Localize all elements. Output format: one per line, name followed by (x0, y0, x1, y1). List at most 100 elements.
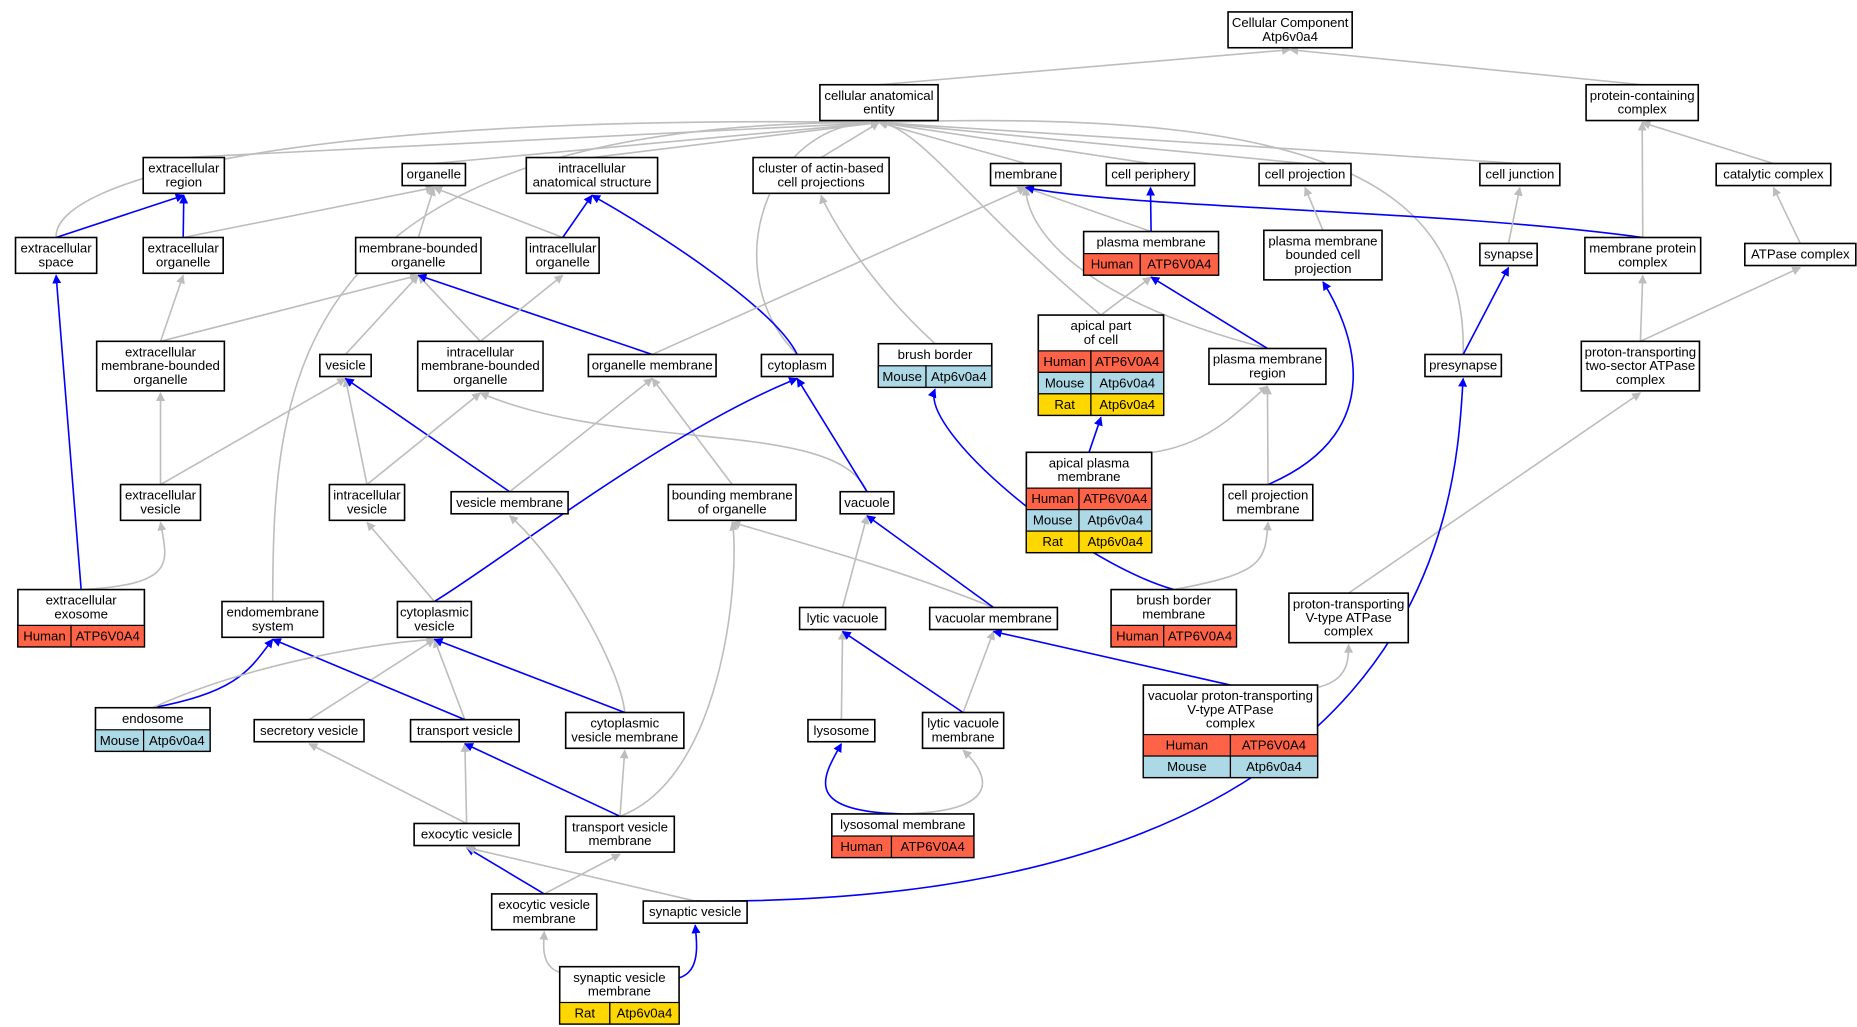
node-org[interactable]: organelle (401, 162, 467, 187)
node-box (490, 893, 598, 931)
node-label: secretory vesicle (260, 723, 358, 738)
edge-lyso-to-lv (837, 630, 847, 720)
node-box (1288, 592, 1410, 644)
edge-ptvatp-to-pttsa (1348, 392, 1642, 594)
node-atpc[interactable]: ATPase complex (1744, 242, 1857, 267)
node-label: extracellular (148, 241, 220, 256)
node-box (396, 600, 473, 639)
node-label: organelle (156, 254, 210, 269)
node-box (1105, 162, 1196, 187)
node-cjunc[interactable]: cell junction (1479, 162, 1561, 187)
node-box (1258, 162, 1352, 187)
node-om[interactable]: organelle membrane (587, 353, 717, 378)
node-vacm[interactable]: vacuolar membrane (928, 606, 1059, 631)
node-mem[interactable]: membrane (989, 162, 1062, 187)
node-tv[interactable]: transport vesicle (409, 718, 520, 743)
node-sv[interactable]: secretory vesicle (253, 718, 365, 743)
edge-exo-to-ecs (52, 274, 82, 590)
node-vm[interactable]: vesicle membrane (450, 490, 569, 515)
edge-ecv-to-ves (160, 377, 347, 486)
node-catc[interactable]: catalytic complex (1715, 162, 1832, 187)
node-vac[interactable]: vacuole (839, 490, 895, 515)
node-lv[interactable]: lytic vacuole (798, 606, 887, 631)
species-label: Mouse (100, 733, 140, 748)
edge-om-to-mem (651, 186, 1027, 356)
gene-label: Atp6v0a4 (931, 369, 987, 384)
node-lyso[interactable]: lysosome (807, 718, 876, 743)
edge-iv-to-ves (342, 377, 368, 485)
node-box (354, 236, 482, 275)
node-label: lysosomal membrane (840, 817, 965, 832)
node-cper[interactable]: cell periphery (1105, 162, 1196, 187)
node-cproj[interactable]: cell projection (1258, 162, 1352, 187)
node-label: vacuole (844, 495, 889, 510)
node-syn[interactable]: synapse (1479, 242, 1538, 267)
node-label: space (38, 254, 73, 269)
edge-exv-to-tv (460, 742, 470, 824)
node-box (921, 711, 1005, 750)
edge-apc-to-pm (1100, 276, 1152, 316)
node-synv[interactable]: synaptic vesicle (642, 900, 748, 924)
node-label: extracellular (125, 344, 197, 359)
edge-pm-to-cper (1146, 186, 1156, 232)
node-box (142, 236, 224, 275)
node-label: intracellular (529, 241, 597, 256)
node-box (1580, 340, 1701, 392)
edge-synv-to-exv (465, 845, 696, 902)
node-exv[interactable]: exocytic vesicle (413, 822, 520, 847)
node-ves[interactable]: vesicle (319, 353, 372, 378)
node-presyn[interactable]: presynapse (1424, 353, 1503, 378)
gene-cell (1163, 624, 1238, 648)
node-box (413, 822, 520, 847)
node-cyto[interactable]: cytoplasm (760, 353, 834, 378)
node-label: membrane (1237, 501, 1300, 516)
node-box (760, 353, 834, 378)
node-box (401, 162, 467, 187)
node-label: Cellular Component (1232, 15, 1349, 30)
node-box (119, 483, 202, 522)
edge-org-to-cae (433, 118, 880, 165)
edge-synv-to-presyn (695, 377, 1468, 902)
edge-imbo-to-mbo (417, 274, 481, 342)
node-label: membrane (588, 833, 651, 848)
node-label: cell projection (1265, 167, 1346, 182)
gene-cell (609, 1001, 680, 1025)
